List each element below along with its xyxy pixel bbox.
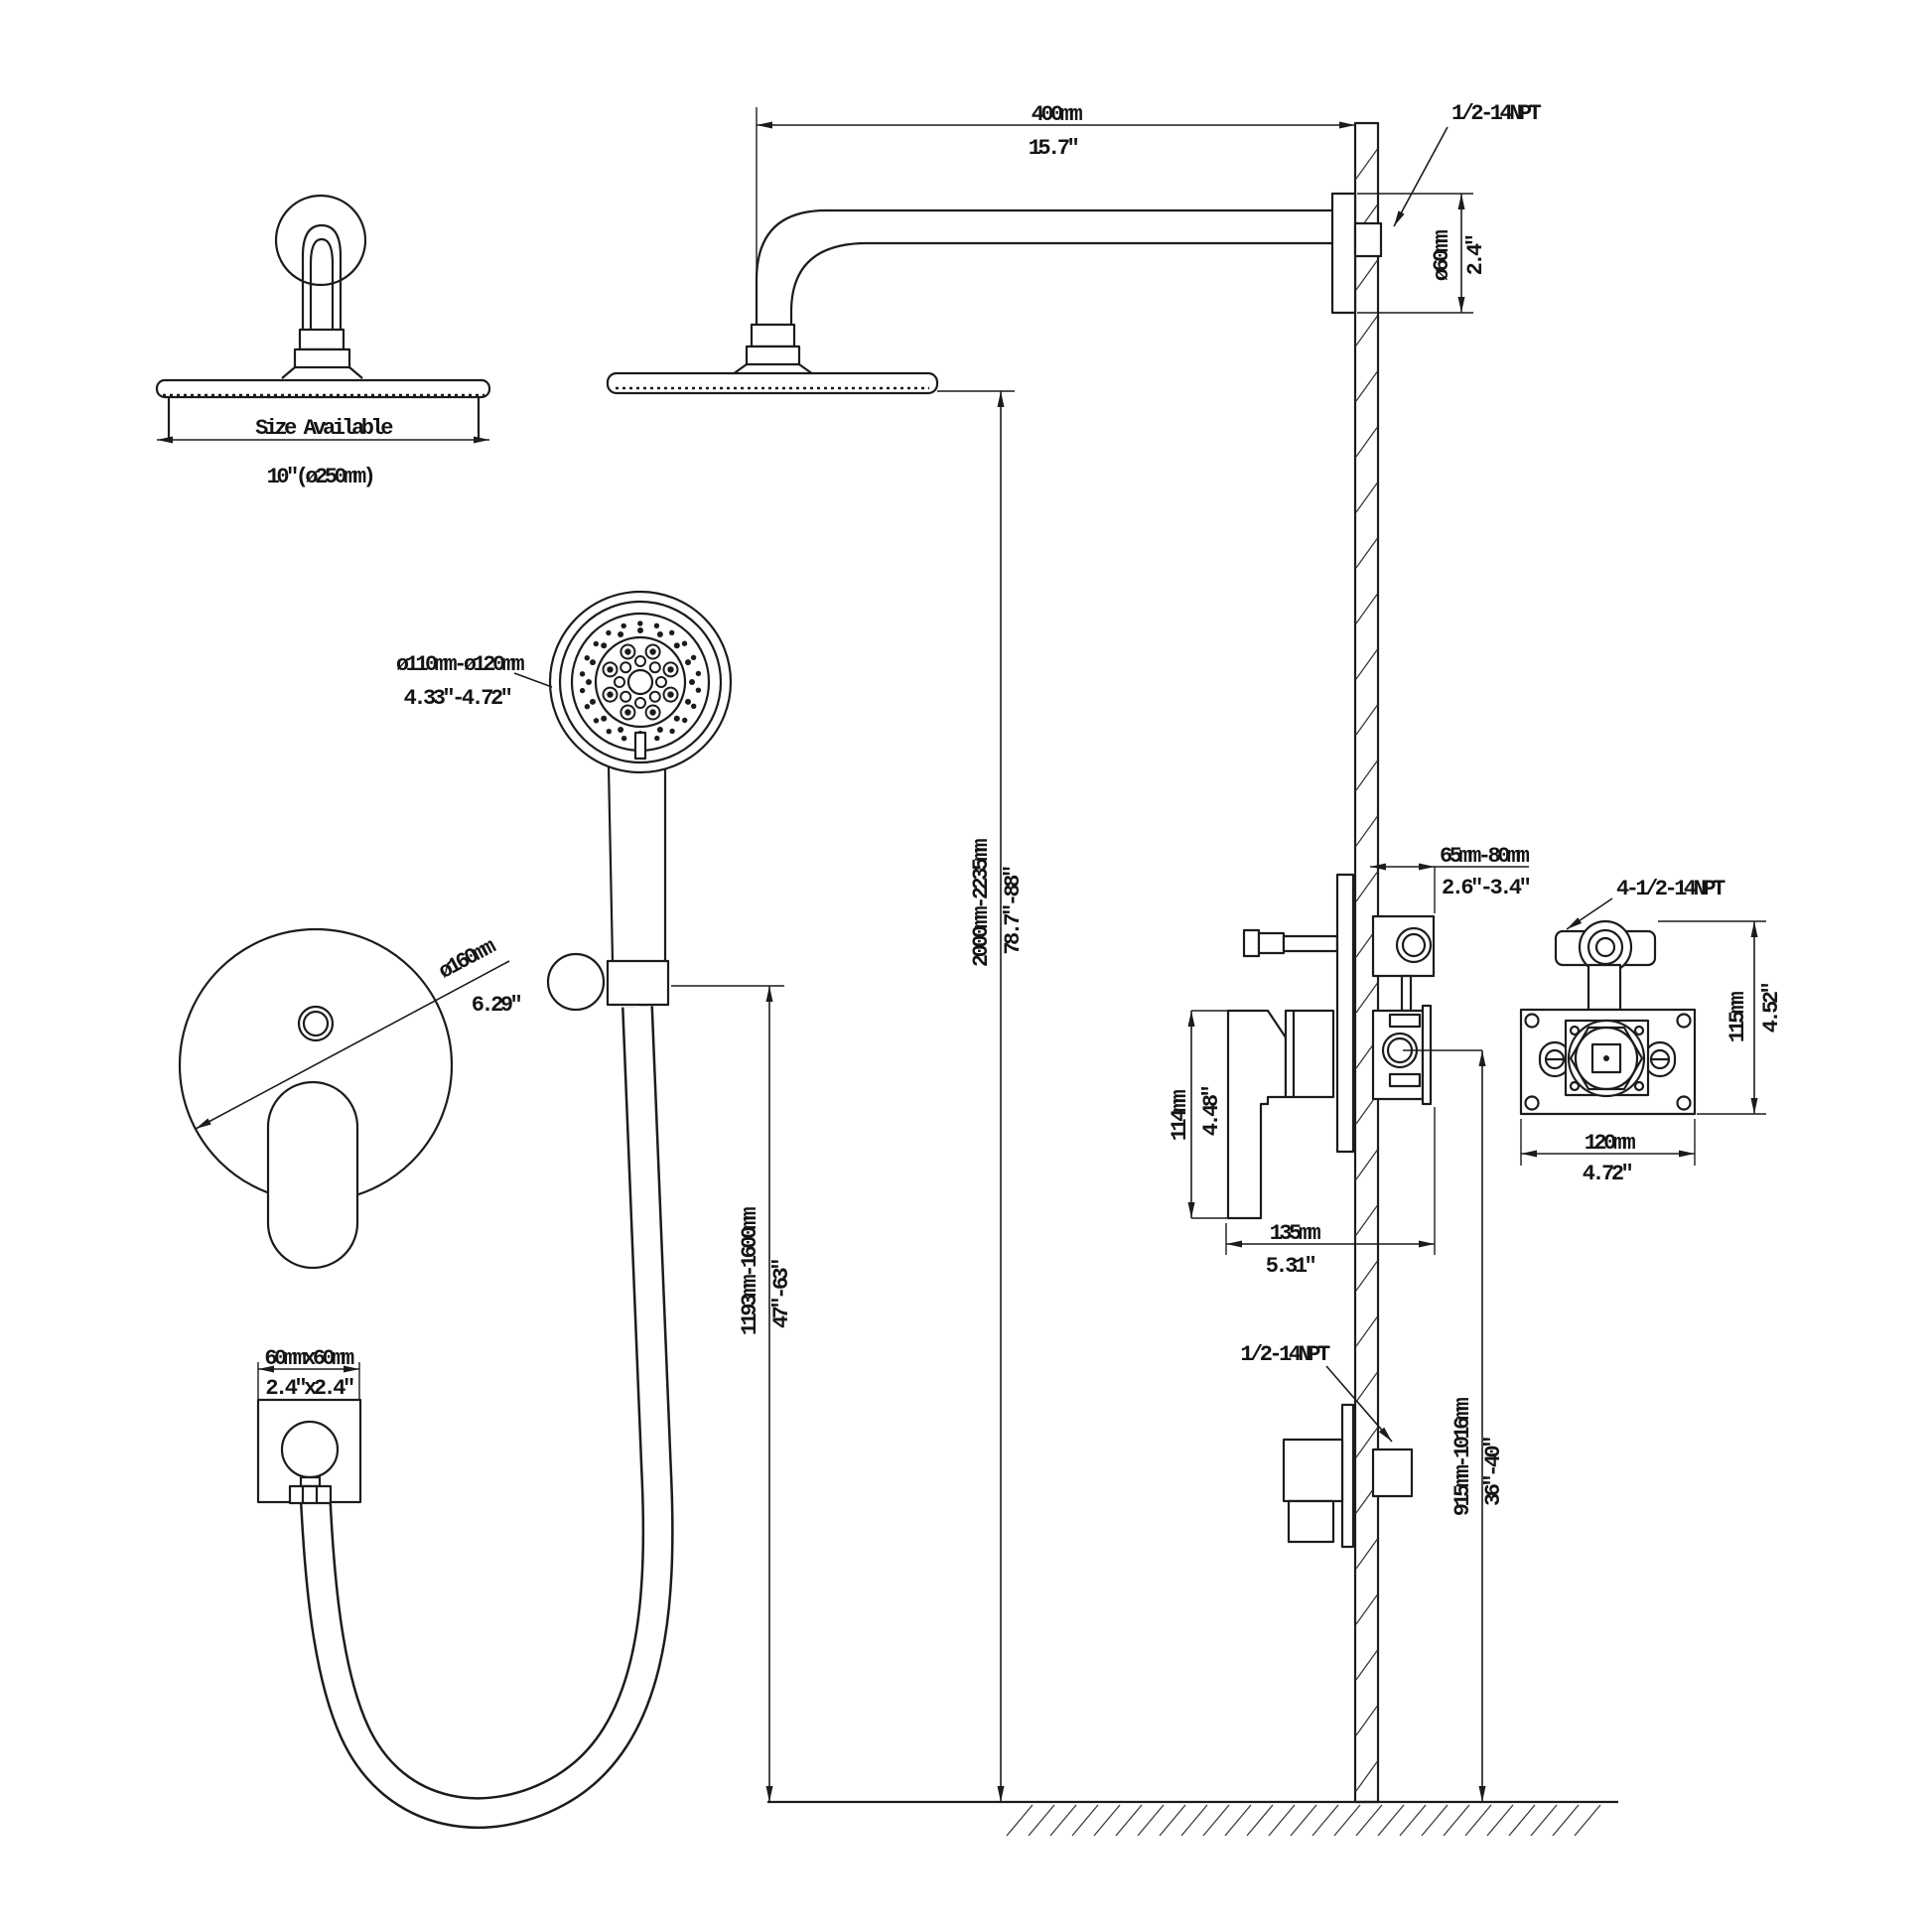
tub-spout bbox=[1282, 1403, 1414, 1549]
dim-label: 2.4″x2.4″ bbox=[265, 1376, 353, 1401]
dim-label: 15.7″ bbox=[1029, 136, 1078, 161]
arm-wall-flange bbox=[1330, 192, 1383, 315]
hose-nut bbox=[288, 1484, 333, 1505]
dim-label: 400mm bbox=[1032, 102, 1083, 127]
dim-trim-height: 114mm 4.48″ bbox=[1168, 1010, 1243, 1219]
dim-valve-height: 915mm-1016mm 36″-40″ bbox=[1403, 1049, 1506, 1802]
dim-label: 114mm bbox=[1168, 1089, 1192, 1141]
dim-label: 4.33″-4.72″ bbox=[404, 686, 511, 711]
dim-label: 36″-40″ bbox=[1481, 1438, 1506, 1506]
hand-shower bbox=[548, 590, 733, 962]
dim-label: 65mm-80mm bbox=[1440, 844, 1530, 869]
dim-label: 6.29″ bbox=[472, 993, 521, 1018]
dim-label: 4.72″ bbox=[1583, 1162, 1632, 1186]
dim-label: 2.6″-3.4″ bbox=[1442, 876, 1530, 900]
lever-up-knob bbox=[1242, 928, 1261, 958]
dim-rough-depth: 65mm-80mm 2.6″-3.4″ bbox=[1370, 844, 1533, 913]
dim-label: ø60mm bbox=[1430, 229, 1454, 281]
size-note: Size Available bbox=[255, 416, 393, 441]
lever-up-stem bbox=[1282, 934, 1339, 953]
shower-arm bbox=[732, 208, 1355, 375]
lever-down bbox=[1226, 1009, 1288, 1220]
callout-arm-npt: 1/2-14NPT bbox=[1393, 101, 1545, 227]
dim-label: 60mmx60mm bbox=[264, 1346, 354, 1371]
dim-label: 5.31″ bbox=[1266, 1254, 1315, 1279]
spray-nozzles bbox=[579, 621, 702, 744]
npt-label: 1/2-14NPT bbox=[1240, 1342, 1330, 1367]
valve-trim-front: ø160mm 6.29″ bbox=[178, 927, 524, 1270]
dim-label: 115mm bbox=[1725, 991, 1750, 1042]
dim-label: 120mm bbox=[1585, 1131, 1636, 1156]
hand-shower-hose bbox=[300, 1006, 674, 1829]
size-value: 10″(ø250mm) bbox=[267, 465, 373, 489]
dim-label: 135mm bbox=[1270, 1221, 1321, 1246]
dim-slider-height: 1193mm-1600mm 47″-63″ bbox=[671, 985, 794, 1802]
wall-hatch bbox=[1355, 148, 1379, 1792]
supply-elbow: 60mmx60mm 2.4″x2.4″ bbox=[256, 1346, 362, 1505]
dim-trim-offset: 135mm 5.31″ bbox=[1225, 1107, 1436, 1279]
mode-lever bbox=[633, 731, 647, 760]
dim-label: 78.7″-88″ bbox=[1001, 867, 1026, 955]
dim-label: ø160mm bbox=[435, 934, 500, 985]
valve-hex-socket bbox=[1569, 1026, 1644, 1091]
dim-label: 47″-63″ bbox=[769, 1260, 794, 1328]
dim-rough-width: 120mm 4.72″ bbox=[1520, 1119, 1696, 1186]
dim-label: 2000mm-2235mm bbox=[969, 839, 994, 967]
callout-hand-shower: ø110mm-ø120mm 4.33″-4.72″ bbox=[396, 652, 553, 711]
floor-hatch bbox=[1006, 1804, 1601, 1837]
dim-label: 4.48″ bbox=[1199, 1086, 1224, 1136]
dim-label: 2.4″ bbox=[1463, 235, 1488, 275]
trim-plate-edge bbox=[1335, 873, 1355, 1154]
dim-label: 915mm-1016mm bbox=[1450, 1397, 1475, 1516]
dim-flange-diameter: ø60mm 2.4″ bbox=[1357, 193, 1488, 314]
floor-line bbox=[767, 1800, 1618, 1837]
valve-side-view bbox=[1226, 873, 1436, 1220]
dim-arm-length: 400mm 15.7″ bbox=[756, 102, 1355, 278]
rain-shower-head bbox=[606, 371, 939, 395]
valve-rough-in-front bbox=[1519, 919, 1697, 1116]
dim-overall-height: 2000mm-2235mm 78.7″-88″ bbox=[937, 390, 1026, 1802]
callout-spout-npt: 1/2-14NPT bbox=[1240, 1342, 1393, 1443]
npt-label: 1/2-14NPT bbox=[1451, 101, 1542, 126]
dim-label: 1193mm-1600mm bbox=[738, 1207, 762, 1335]
dim-label: ø110mm-ø120mm bbox=[396, 652, 524, 677]
diverter-button bbox=[297, 1005, 335, 1042]
npt-label: 4-1/2-14NPT bbox=[1616, 877, 1725, 901]
trim-lever-handle bbox=[266, 1080, 359, 1270]
dim-label: 4.52″ bbox=[1759, 983, 1784, 1033]
hand-shower-bracket bbox=[546, 952, 670, 1012]
detail-shower-head-size: Size Available 10″(ø250mm) bbox=[155, 194, 491, 489]
callout-valve-npt: 4-1/2-14NPT bbox=[1566, 877, 1729, 930]
dim-rough-height: 115mm 4.52″ bbox=[1658, 920, 1784, 1115]
